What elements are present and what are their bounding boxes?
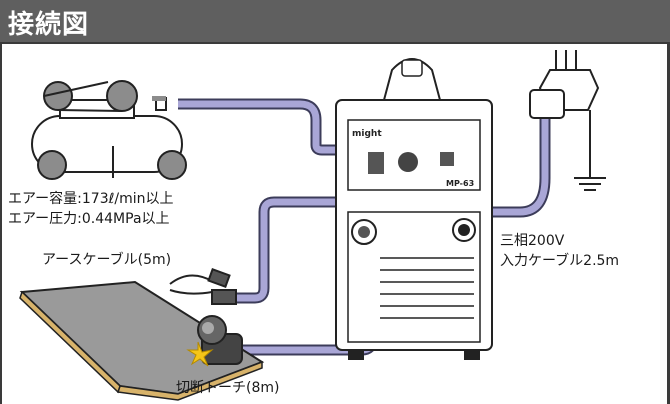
welding-machine-icon bbox=[335, 58, 493, 360]
air-pressure-label: エアー圧力:0.44MPa以上 bbox=[8, 211, 170, 227]
machine-model: MP-63 bbox=[446, 179, 474, 188]
workpiece-plate-icon bbox=[19, 280, 265, 401]
cutting-torch-label: 切断トーチ(8m) bbox=[176, 380, 280, 396]
power-cable bbox=[488, 115, 551, 218]
cutting-torch-icon bbox=[197, 315, 243, 365]
power-plug-icon bbox=[529, 50, 600, 119]
earth-clamp-icon bbox=[169, 268, 237, 305]
page-title: 接続図 bbox=[8, 10, 90, 40]
air-compressor-icon bbox=[31, 80, 187, 180]
air-volume-label: エアー容量:173ℓ/min以上 bbox=[8, 191, 174, 207]
input-cable-label: 入力ケーブル2.5m bbox=[500, 253, 620, 269]
frame-left-border bbox=[0, 44, 2, 404]
spark-icon bbox=[186, 341, 214, 367]
machine-brand: might bbox=[352, 129, 382, 139]
earth-cable-label: アースケーブル(5m) bbox=[42, 252, 172, 268]
ground-symbol-icon bbox=[574, 110, 606, 191]
frame-right-border bbox=[667, 44, 670, 404]
air-hose bbox=[178, 98, 350, 156]
power-supply-label: 三相200V bbox=[500, 233, 565, 249]
header-bar: 接続図 bbox=[0, 0, 670, 44]
